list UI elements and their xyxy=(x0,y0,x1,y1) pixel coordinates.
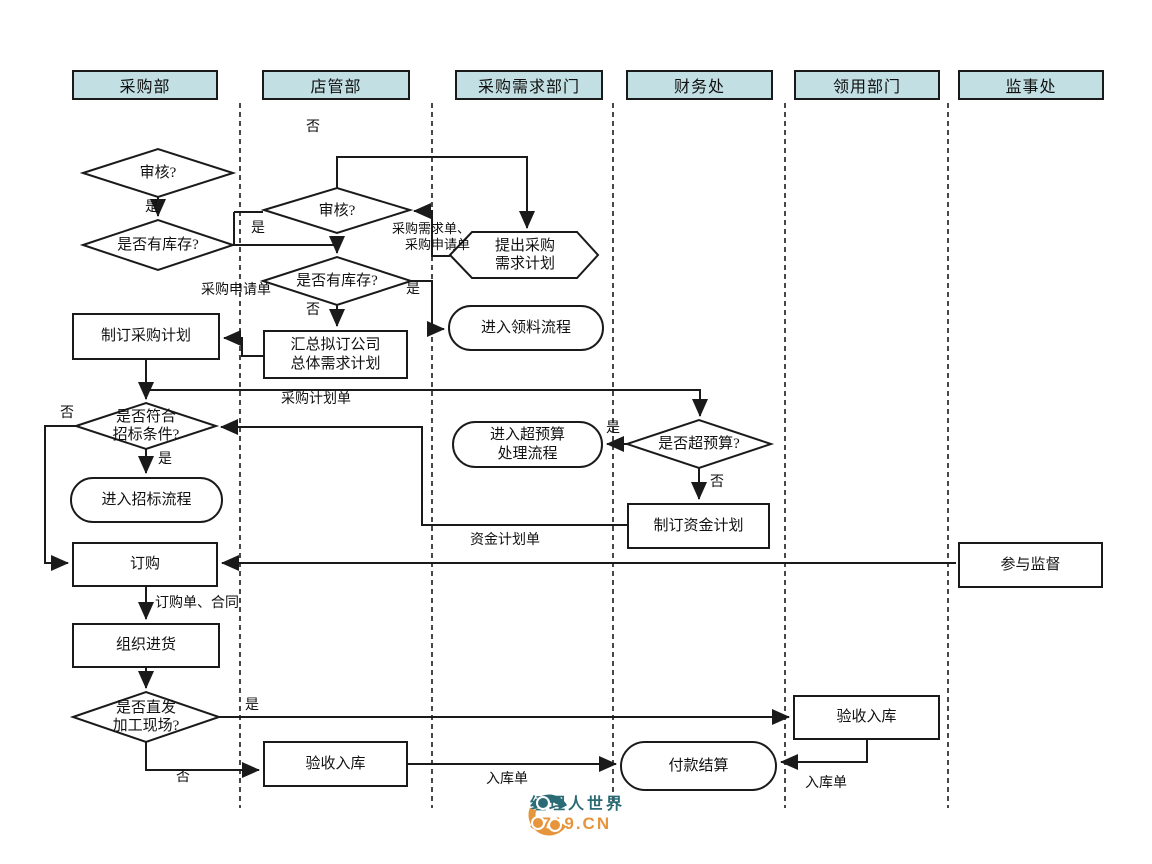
lane-header-finance: 财务处 xyxy=(626,70,773,100)
review1-diamond xyxy=(79,147,237,199)
node-bid-check-label: 是否符合 招标条件? xyxy=(112,409,180,443)
lane-label: 领用部门 xyxy=(832,79,901,96)
edge-label-yes-overbudget: 是 xyxy=(606,421,620,436)
edge-label-yes-stock2: 是 xyxy=(406,282,420,297)
decision-shapes xyxy=(69,147,775,744)
edge-label-yes-bid: 是 xyxy=(158,452,172,467)
edge-label-no-direct: 否 xyxy=(176,770,190,785)
direct-check-diamond xyxy=(69,690,223,744)
node-overbudget-process: 进入超预算 处理流程 xyxy=(452,421,603,468)
edge-label-no-bid: 否 xyxy=(60,406,74,421)
propose-demand-hexagon xyxy=(448,231,600,279)
node-fund-plan: 制订资金计划 xyxy=(627,503,770,549)
node-summary-plan: 汇总拟订公司 总体需求计划 xyxy=(263,330,408,379)
lane-header-purchasing: 采购部 xyxy=(72,70,218,100)
edge-label-doc-apply: 采购申请单 xyxy=(201,283,271,298)
node-make-purchase-plan: 制订采购计划 xyxy=(72,313,220,360)
edge-label-no-overbudget: 否 xyxy=(710,475,724,490)
node-order: 订购 xyxy=(72,542,218,587)
overbudget-check-diamond xyxy=(623,418,775,470)
edge-label-doc-warehouse-right: 入库单 xyxy=(805,776,847,791)
review2-diamond xyxy=(260,186,414,235)
lane-label: 监事处 xyxy=(1005,79,1057,96)
edge-label-docs-demand: 采购需求单、 采购申请单 xyxy=(391,221,470,252)
lane-header-supervisory: 监事处 xyxy=(958,70,1104,100)
node-stock1-label: 是否有库存? xyxy=(117,237,199,253)
lane-header-requisition-dept: 领用部门 xyxy=(794,70,940,100)
edge-label-yes-review1: 是 xyxy=(145,200,159,215)
node-bid-process: 进入招标流程 xyxy=(70,477,223,523)
lane-header-demand-dept: 采购需求部门 xyxy=(455,70,603,100)
node-organize-delivery: 组织进货 xyxy=(72,623,220,668)
edge-label-yes-direct: 是 xyxy=(245,698,259,713)
stock2-diamond xyxy=(259,255,415,307)
edge-label-doc-warehouse-left: 入库单 xyxy=(486,772,528,787)
lane-label: 店管部 xyxy=(310,79,362,96)
logo-emblem-icon xyxy=(528,794,570,836)
connector-lines xyxy=(44,156,956,778)
node-review2-label: 审核? xyxy=(318,202,356,219)
node-propose-demand-label: 提出采购 需求计划 xyxy=(494,238,555,272)
lane-label: 采购部 xyxy=(119,79,171,96)
lane-label: 财务处 xyxy=(673,79,725,96)
node-payment: 付款结算 xyxy=(620,741,777,791)
lane-header-store-mgmt: 店管部 xyxy=(262,70,410,100)
node-warehouse-store: 验收入库 xyxy=(263,741,408,787)
lane-label: 采购需求部门 xyxy=(477,79,580,96)
edge-label-no-stock2: 否 xyxy=(306,303,320,318)
node-direct-check-label: 是否直发 加工现场? xyxy=(112,700,180,734)
node-review1-label: 审核? xyxy=(139,165,177,181)
stock1-diamond xyxy=(79,218,237,272)
site-logo: 经理人世界 3719.CN xyxy=(524,790,625,836)
edge-label-doc-order-contract: 订购单、合同 xyxy=(155,596,239,611)
edge-label-yes-review2: 是 xyxy=(251,221,265,236)
edge-label-doc-fund-plan: 资金计划单 xyxy=(470,533,540,548)
node-supervision: 参与监督 xyxy=(958,542,1103,588)
node-warehouse-use: 验收入库 xyxy=(793,695,940,740)
bid-check-diamond xyxy=(72,401,220,451)
node-overbudget-check-label: 是否超预算? xyxy=(658,436,740,452)
edge-label-no-top: 否 xyxy=(306,120,320,135)
edge-label-doc-purchase-plan: 采购计划单 xyxy=(281,392,351,407)
node-stock2-label: 是否有库存? xyxy=(296,273,378,289)
node-material-process: 进入领料流程 xyxy=(448,305,604,351)
